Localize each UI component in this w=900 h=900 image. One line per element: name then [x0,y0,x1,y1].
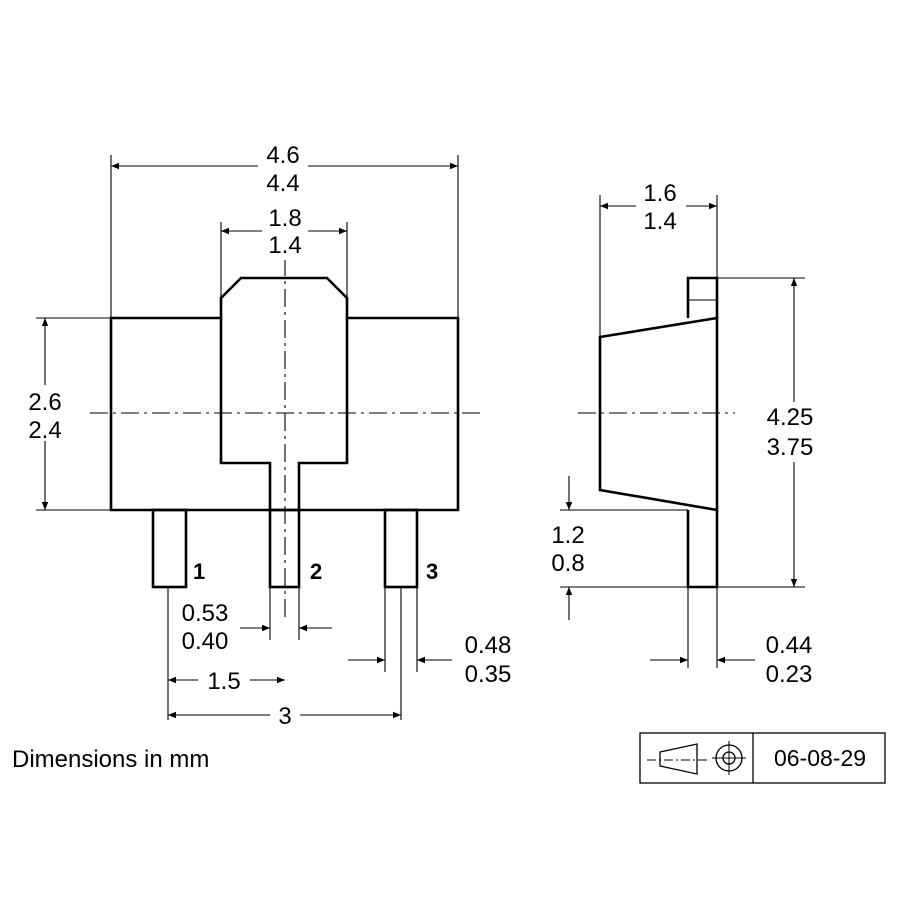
body-thickness-min: 1.4 [643,208,676,235]
overall-width-min: 4.4 [266,170,299,197]
pin-label-1: 1 [193,559,205,584]
lead-thickness-max: 0.44 [766,632,813,659]
third-angle-projection-icon [647,741,746,775]
outer-lead-width-max: 0.48 [465,632,512,659]
lead-3 [383,508,419,589]
pin-label-2: 2 [310,559,322,584]
front-view: 1 2 3 4.6 4.4 1.8 1.4 2.6 2.4 0.53 0.40 [22,140,511,730]
lead-1 [151,508,188,589]
body-height-max: 2.6 [28,389,61,416]
tab-outline [219,318,349,510]
side-body-outline [598,316,719,512]
pin-label-3: 3 [426,559,438,584]
outer-pin-span-value: 3 [278,703,291,730]
overall-height-max: 4.25 [767,404,814,431]
date-code: 06-08-29 [774,745,866,771]
units-note: Dimensions in mm [12,746,209,773]
pin-pitch-value: 1.5 [207,668,240,695]
body-height-min: 2.4 [28,417,61,444]
lead-length-min: 0.8 [551,550,584,577]
tab-width-min: 1.4 [268,232,301,259]
side-tab-outline [686,276,719,318]
lead-thickness-min: 0.23 [766,661,813,688]
body-thickness-max: 1.6 [643,180,676,207]
title-block: 06-08-29 [639,732,886,784]
overall-width-max: 4.6 [266,142,299,169]
tab-width-max: 1.8 [268,205,301,232]
center-lead-width-max: 0.53 [182,600,229,627]
outer-lead-width-min: 0.35 [465,661,512,688]
overall-height-min: 3.75 [767,434,814,461]
side-lead-outline [686,510,719,589]
center-lead-width-min: 0.40 [182,628,229,655]
side-view: 1.6 1.4 4.25 3.75 1.2 0.8 0.44 0.23 [545,178,822,688]
lead-length-max: 1.2 [551,522,584,549]
